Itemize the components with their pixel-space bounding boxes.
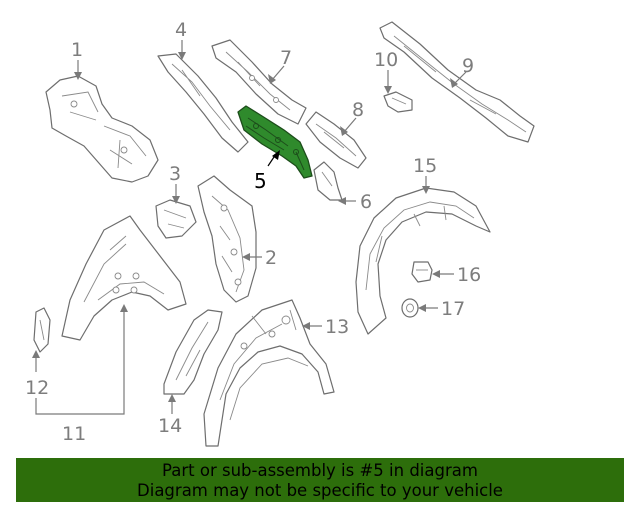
callout-7-label: 7 (280, 47, 292, 69)
part-12-bracket (33, 307, 51, 353)
callout-13: 13 (302, 316, 349, 338)
callout-17: 17 (418, 298, 465, 320)
part-15-liner (355, 187, 491, 335)
banner-line-2: Diagram may not be specific to your vehi… (137, 481, 503, 500)
callout-10: 10 (374, 49, 398, 94)
part-13-wheelhouse-outer (203, 299, 335, 447)
callout-2-label: 2 (265, 247, 277, 269)
callout-13-label: 13 (325, 316, 349, 338)
callout-11-label: 11 (62, 423, 86, 445)
part-5-highlighted-bracket (237, 105, 313, 179)
callout-10-label: 10 (374, 49, 398, 71)
banner-line-1: Part or sub-assembly is #5 in diagram (162, 461, 478, 480)
part-11-wheelhouse-inner (61, 215, 187, 341)
callout-5: 5 (254, 150, 280, 193)
part-4-rail (157, 53, 249, 153)
part-17-nut (401, 298, 419, 318)
callout-9-label: 9 (462, 55, 474, 77)
part-6-bracket (313, 161, 343, 201)
part-3-block (155, 199, 197, 239)
callout-4-label: 4 (175, 19, 187, 41)
callout-14: 14 (158, 394, 182, 437)
callout-16: 16 (432, 264, 481, 286)
part-7-rail (211, 39, 307, 125)
callout-14-label: 14 (158, 415, 182, 437)
callout-11: 11 (35, 304, 128, 445)
callout-1-label: 1 (71, 39, 83, 61)
part-2-reinforcement (197, 175, 257, 303)
callout-4: 4 (175, 19, 187, 60)
callout-5-label: 5 (254, 169, 267, 193)
callout-17-label: 17 (441, 298, 465, 320)
part-8-brace (305, 111, 367, 169)
part-16-clip (411, 261, 433, 283)
part-9-rail (379, 21, 535, 143)
part-10-clip (383, 91, 413, 113)
callout-15: 15 (413, 155, 437, 194)
callout-6-label: 6 (360, 191, 372, 213)
callout-3-label: 3 (169, 163, 181, 185)
callout-12: 12 (25, 350, 49, 399)
callout-16-label: 16 (457, 264, 481, 286)
callout-15-label: 15 (413, 155, 437, 177)
callout-8: 8 (340, 99, 364, 136)
callout-9: 9 (450, 55, 474, 88)
callout-6: 6 (338, 191, 372, 213)
part-14-panel (163, 309, 223, 395)
callout-1: 1 (71, 39, 83, 80)
callout-2: 2 (242, 247, 277, 269)
callout-7: 7 (268, 47, 292, 84)
callout-8-label: 8 (352, 99, 364, 121)
info-banner: Part or sub-assembly is #5 in diagram Di… (16, 458, 624, 502)
callout-12-label: 12 (25, 377, 49, 399)
callout-3: 3 (169, 163, 181, 204)
exploded-parts-diagram: 1 4 7 5 8 (25, 19, 535, 447)
part-1-panel (45, 75, 159, 183)
